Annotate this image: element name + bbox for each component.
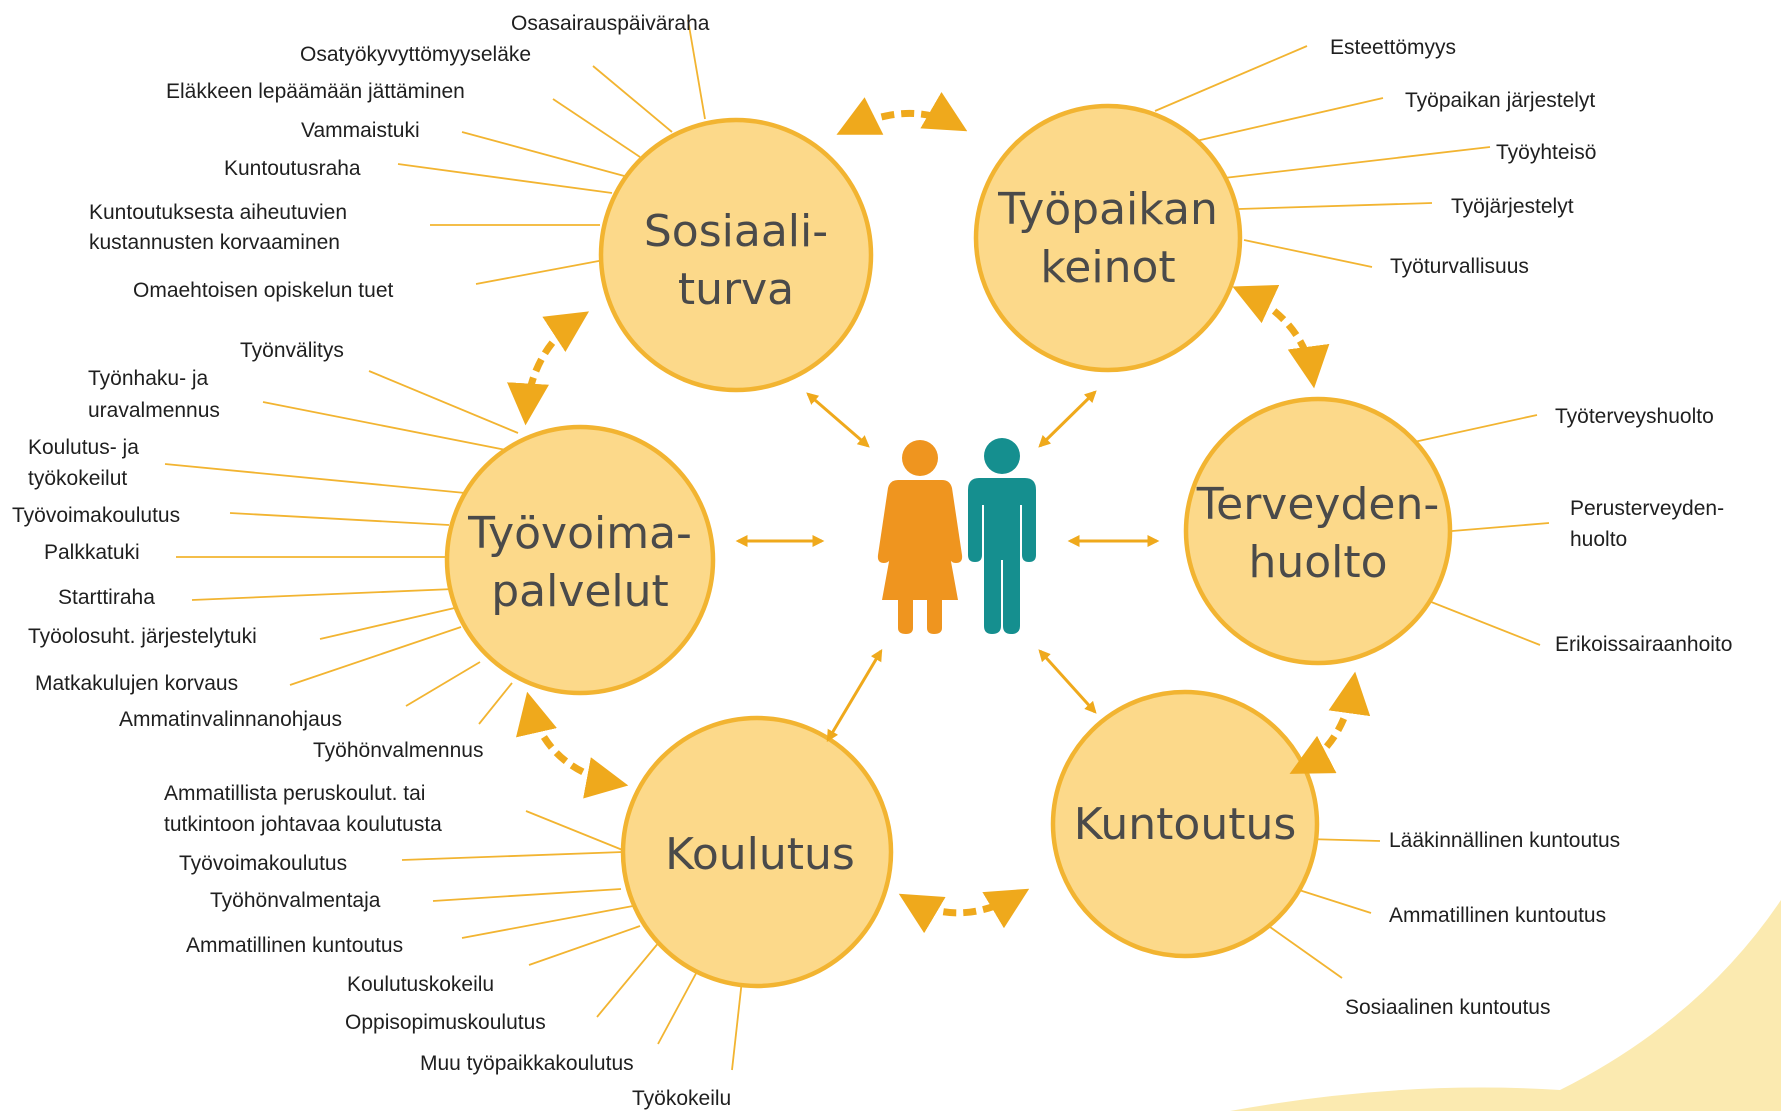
label-tyokokeilu: Työkokeilu: [632, 1087, 732, 1110]
label-koulutuskokeilu: Koulutuskokeilu: [347, 973, 495, 996]
label-ammatinvalinta: Ammatinvalinnanohjaus: [119, 708, 342, 731]
label-elakkeen-lepaamaan: Eläkkeen lepäämään jättäminen: [166, 80, 465, 103]
label-muu-tyopaikka: Muu työpaikkakoulutus: [420, 1052, 634, 1075]
hub-tyovoimapalvelut: Työvoima- palvelut: [455, 505, 705, 621]
hub-terveydenhuolto: Terveyden- huolto: [1188, 476, 1448, 592]
connector-lines: [164, 19, 1550, 1071]
label-erikoissairaanhoito: Erikoissairaanhoito: [1555, 633, 1733, 656]
arrow-terveys-kuntoutus: [1289, 671, 1371, 774]
label-osatyokyvyttomyyselake: Osatyökyvyttömyyseläke: [300, 43, 532, 66]
arrow-center-koulutus: [826, 648, 883, 743]
label-tyonvalitys: Työnvälitys: [240, 339, 344, 362]
hub-circles: [444, 103, 1453, 989]
circle-koulutus: [620, 715, 894, 989]
label-palkkatuki: Palkkatuki: [44, 541, 140, 564]
label-esteettomyys: Esteettömyys: [1330, 36, 1457, 59]
hub-sosiaaliturva-line1: Sosiaali-: [643, 206, 829, 257]
label-ammatillinen-kuntoutus: Ammatillinen kuntoutus: [1389, 904, 1607, 927]
label-tyoterveyshuolto: Työterveyshuolto: [1555, 405, 1714, 428]
corner-accent-shape: [1230, 900, 1781, 1111]
label-ammatillinen-kuntoutus-k: Ammatillinen kuntoutus: [186, 934, 404, 957]
hub-terveydenhuolto-line1: Terveyden-: [1196, 479, 1440, 530]
label-starttiraha: Starttiraha: [58, 586, 155, 609]
hub-koulutus-line1: Koulutus: [665, 829, 855, 880]
label-kustannukset-1: Kuntoutuksesta aiheutuvien: [89, 201, 348, 224]
label-koulutus-kokeilut-2: työkokeilut: [28, 467, 128, 490]
arrow-sosiaali-tyovoima: [507, 311, 590, 426]
hub-tyovoimapalvelut-line2: palvelut: [491, 566, 669, 617]
hub-kuntoutus: Kuntoutus: [1055, 796, 1315, 854]
label-perusterveys-1: Perusterveyden-: [1570, 497, 1725, 520]
label-tyovoimakoulutus-k: Työvoimakoulutus: [179, 852, 348, 875]
hub-sosiaaliturva-line2: turva: [677, 264, 795, 315]
label-tyoyhteiso: Työyhteisö: [1496, 141, 1597, 164]
label-osasairauspaivaraha: Osasairauspäiväraha: [511, 12, 710, 35]
label-koulutus-kokeilut-1: Koulutus- ja: [28, 436, 139, 459]
label-matkakulut: Matkakulujen korvaus: [35, 672, 239, 695]
label-kustannukset-2: kustannusten korvaaminen: [89, 231, 340, 254]
arrow-tyopaikka-terveys: [1232, 285, 1330, 389]
arrow-tyovoima-koulutus: [516, 691, 629, 799]
label-sosiaalinen-kuntoutus: Sosiaalinen kuntoutus: [1345, 996, 1551, 1019]
label-tyopaikan-jarjestelyt: Työpaikan järjestelyt: [1405, 89, 1596, 112]
hub-koulutus: Koulutus: [640, 826, 880, 884]
arrow-sosiaali-tyopaikka: [836, 91, 968, 135]
arrow-center-sosiaali: [806, 392, 870, 448]
label-ammatillista-2: tutkintoon johtavaa koulutusta: [164, 813, 442, 836]
curved-arrows: [507, 91, 1371, 934]
label-tyoturvallisuus: Työturvallisuus: [1390, 255, 1529, 278]
label-tyonhaku-2: uravalmennus: [88, 399, 220, 422]
woman-icon: [877, 440, 963, 634]
circle-terveydenhuolto: [1183, 396, 1453, 666]
hub-tyopaikan-keinot-line1: Työpaikan: [998, 184, 1218, 235]
arrow-center-kuntoutus: [1038, 649, 1097, 714]
label-tyoolosuhde: Työolosuht. järjestelytuki: [28, 625, 257, 648]
label-perusterveys-2: huolto: [1570, 528, 1628, 551]
hub-tyopaikan-keinot: Työpaikan keinot: [978, 181, 1238, 297]
hub-kuntoutus-line1: Kuntoutus: [1073, 799, 1297, 850]
label-tyonhaku-1: Työnhaku- ja: [88, 367, 209, 390]
circle-sosiaaliturva: [598, 117, 874, 393]
arrow-koulutus-kuntoutus: [898, 888, 1030, 934]
center-arrows: [735, 390, 1160, 743]
label-ammatillista-1: Ammatillista peruskoulut. tai: [164, 782, 426, 805]
label-tyohonvalmentaja: Työhönvalmentaja: [210, 889, 381, 912]
label-omaehtoinen: Omaehtoisen opiskelun tuet: [133, 279, 394, 302]
hub-tyovoimapalvelut-line1: Työvoima-: [468, 508, 692, 559]
label-tyohonvalmennus: Työhönvalmennus: [313, 739, 484, 762]
man-icon: [968, 438, 1036, 634]
label-kuntoutusraha: Kuntoutusraha: [224, 157, 361, 180]
hub-tyopaikan-keinot-line2: keinot: [1040, 242, 1176, 293]
hub-sosiaaliturva: Sosiaali- turva: [626, 203, 846, 319]
label-tyovoimakoulutus-tv: Työvoimakoulutus: [12, 504, 181, 527]
label-laakinnallinen: Lääkinnällinen kuntoutus: [1389, 829, 1621, 852]
arrow-center-tyopaikka: [1038, 390, 1097, 448]
hub-terveydenhuolto-line2: huolto: [1248, 537, 1388, 588]
label-tyojarjestelyt: Työjärjestelyt: [1451, 195, 1574, 218]
label-oppisopimus: Oppisopimuskoulutus: [345, 1011, 546, 1034]
label-vammaistuki: Vammaistuki: [301, 119, 420, 142]
circle-kuntoutus: [1050, 689, 1320, 959]
circle-tyopaikan-keinot: [973, 103, 1243, 373]
